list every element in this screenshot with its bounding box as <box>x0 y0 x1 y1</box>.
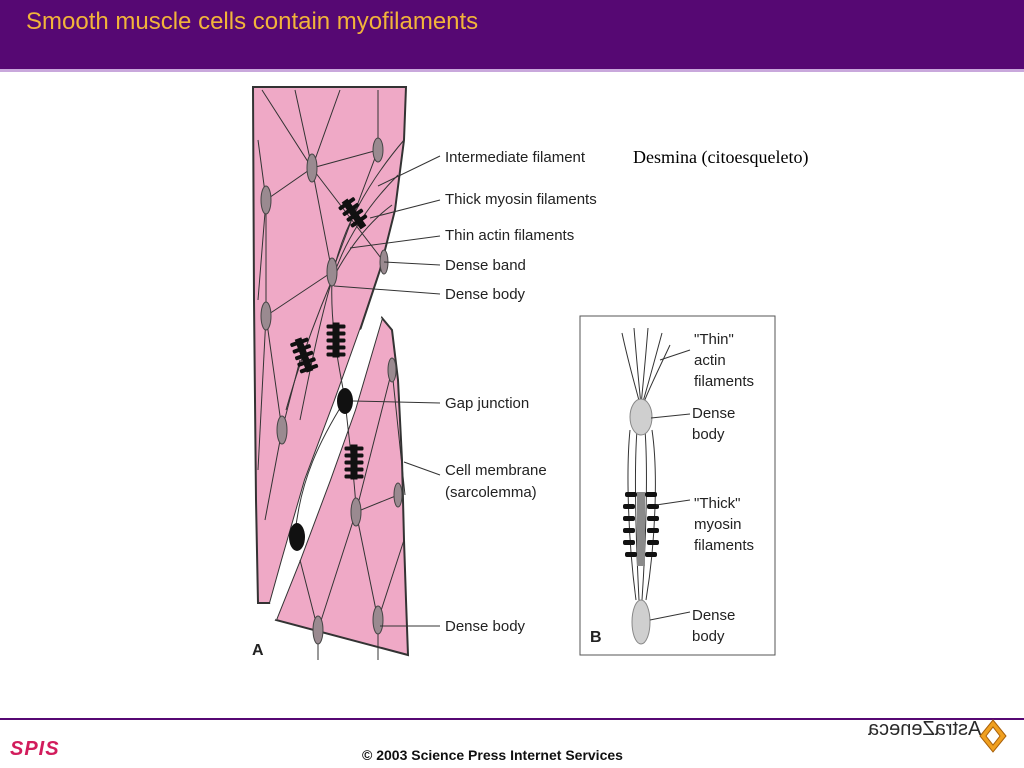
label-dense-body-upper: Dense body <box>445 286 526 303</box>
label-thick-myosin-filaments: Thick myosin filaments <box>445 191 597 208</box>
label-b-dense-top-line1: Dense <box>692 405 736 422</box>
gap-junction <box>289 523 305 551</box>
slide-title: Smooth muscle cells contain myofilaments <box>26 8 479 35</box>
label-b-dense-bottom-line2: body <box>692 628 725 645</box>
label-b-thin-line3: filaments <box>694 373 755 390</box>
label-b-thick-line1: "Thick" <box>694 495 741 512</box>
dense-body-dot <box>372 137 384 163</box>
figure-b-dense-body-bottom <box>631 599 651 645</box>
myosin-rod <box>290 337 319 374</box>
slide-header: Smooth muscle cells contain myofilaments <box>0 0 1024 72</box>
dense-body-dot <box>312 615 324 645</box>
myosin-rod <box>326 322 346 358</box>
dense-body-dot <box>260 185 272 215</box>
dense-body-dot <box>326 257 338 287</box>
astrazeneca-logo: AstraZeneca <box>868 718 982 740</box>
label-intermediate-filament: Intermediate filament <box>445 149 586 166</box>
dense-body-dot <box>387 357 397 383</box>
label-dense-body-lower: Dense body <box>445 618 526 635</box>
label-gap-junction: Gap junction <box>445 395 530 412</box>
label-dense-band: Dense band <box>445 257 526 274</box>
dense-bodies <box>260 137 403 645</box>
label-b-thin-line1: "Thin" <box>694 331 734 348</box>
label-b-thick-line3: filaments <box>694 537 755 554</box>
label-b-thick-line2: myosin <box>694 516 742 533</box>
dense-body-dot <box>372 605 384 635</box>
thick-myosin-filaments <box>290 197 368 480</box>
footer-divider <box>0 718 1024 720</box>
dense-body-dot <box>350 497 362 527</box>
dense-body-dot <box>393 482 403 508</box>
myosin-rod <box>338 197 368 230</box>
dense-body-dot <box>276 415 288 445</box>
astrazeneca-mark-icon <box>979 719 1007 753</box>
label-sarcolemma: (sarcolemma) <box>445 484 537 501</box>
label-b-dense-top-line2: body <box>692 426 725 443</box>
spis-logo: SPIS <box>10 738 60 760</box>
myosin-rod <box>344 444 364 480</box>
dense-body-dot <box>306 153 318 183</box>
label-b-dense-bottom-line1: Dense <box>692 607 736 624</box>
dense-body-dot <box>260 301 272 331</box>
desmina-note: Desmina (citoesqueleto) <box>633 147 809 167</box>
figure-b-thick-myosin <box>623 492 659 566</box>
gap-junction <box>337 388 353 414</box>
panel-a-letter: A <box>252 642 264 659</box>
label-thin-actin-filaments: Thin actin filaments <box>445 227 575 244</box>
figure-b-dense-body-top <box>629 398 653 436</box>
label-leaders-a <box>333 155 441 627</box>
figure-b-frame <box>579 315 776 656</box>
label-b-thin-line2: actin <box>694 352 726 369</box>
copyright-text: © 2003 Science Press Internet Services <box>362 747 623 763</box>
panel-b-letter: B <box>590 629 602 646</box>
label-leaders-b <box>649 349 691 621</box>
label-cell-membrane: Cell membrane <box>445 462 547 479</box>
